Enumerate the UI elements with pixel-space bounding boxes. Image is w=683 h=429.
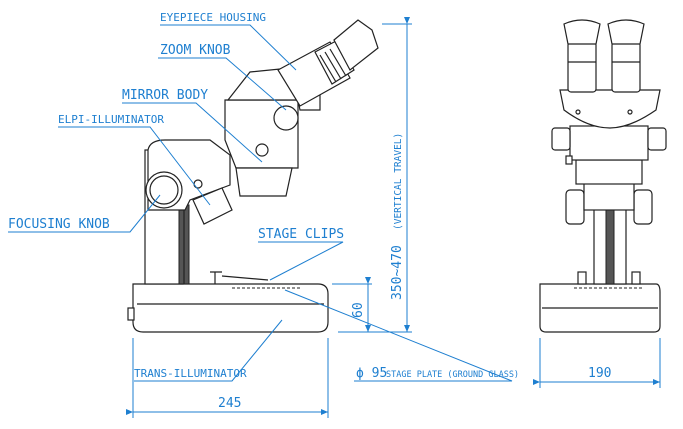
front-eyepiece-right xyxy=(611,41,641,93)
front-zoom-knob-left xyxy=(551,127,571,151)
front-view-microscope xyxy=(539,19,667,333)
dim-vertical-travel-value: 350~470 xyxy=(390,245,405,300)
label-zoom-knob: ZOOM KNOB xyxy=(160,43,231,58)
leader-lines xyxy=(8,24,513,382)
label-stage-plate-text: STAGE PLATE (GROUND GLASS) xyxy=(386,370,519,380)
dim-base-width: 190 xyxy=(588,366,611,381)
dim-base-length: 245 xyxy=(218,396,241,411)
front-zoom-knob-right xyxy=(647,127,667,151)
label-elpi-illuminator: ELPI-ILLUMINATOR xyxy=(58,113,164,126)
side-eyecup xyxy=(333,19,379,71)
dimension-lines xyxy=(126,17,661,418)
front-focusing-knob-right xyxy=(633,189,653,225)
side-focusing-knob xyxy=(145,171,183,209)
side-view-microscope xyxy=(127,19,379,333)
label-stage-clips: STAGE CLIPS xyxy=(258,227,344,242)
side-base xyxy=(132,283,329,333)
label-trans-illuminator: TRANS-ILLUMINATOR xyxy=(134,367,247,380)
front-eyepiece-left xyxy=(567,41,597,93)
side-zoom-knob xyxy=(273,105,299,131)
side-elpi-illuminator xyxy=(192,187,233,225)
label-focusing-knob: FOCUSING KNOB xyxy=(8,217,110,232)
label-stage-plate-value: ϕ 95 xyxy=(356,366,387,381)
front-focusing-knob-left xyxy=(565,189,585,225)
front-head xyxy=(559,89,661,129)
dim-vertical-travel-text: (VERTICAL TRAVEL) xyxy=(393,133,404,230)
label-eyepiece-housing: EYEPIECE HOUSING xyxy=(160,11,266,24)
label-mirror-body: MIRROR BODY xyxy=(122,88,208,103)
front-eyecup-right xyxy=(607,19,645,45)
dim-base-height: 60 xyxy=(351,302,366,318)
front-eyecup-left xyxy=(563,19,601,45)
